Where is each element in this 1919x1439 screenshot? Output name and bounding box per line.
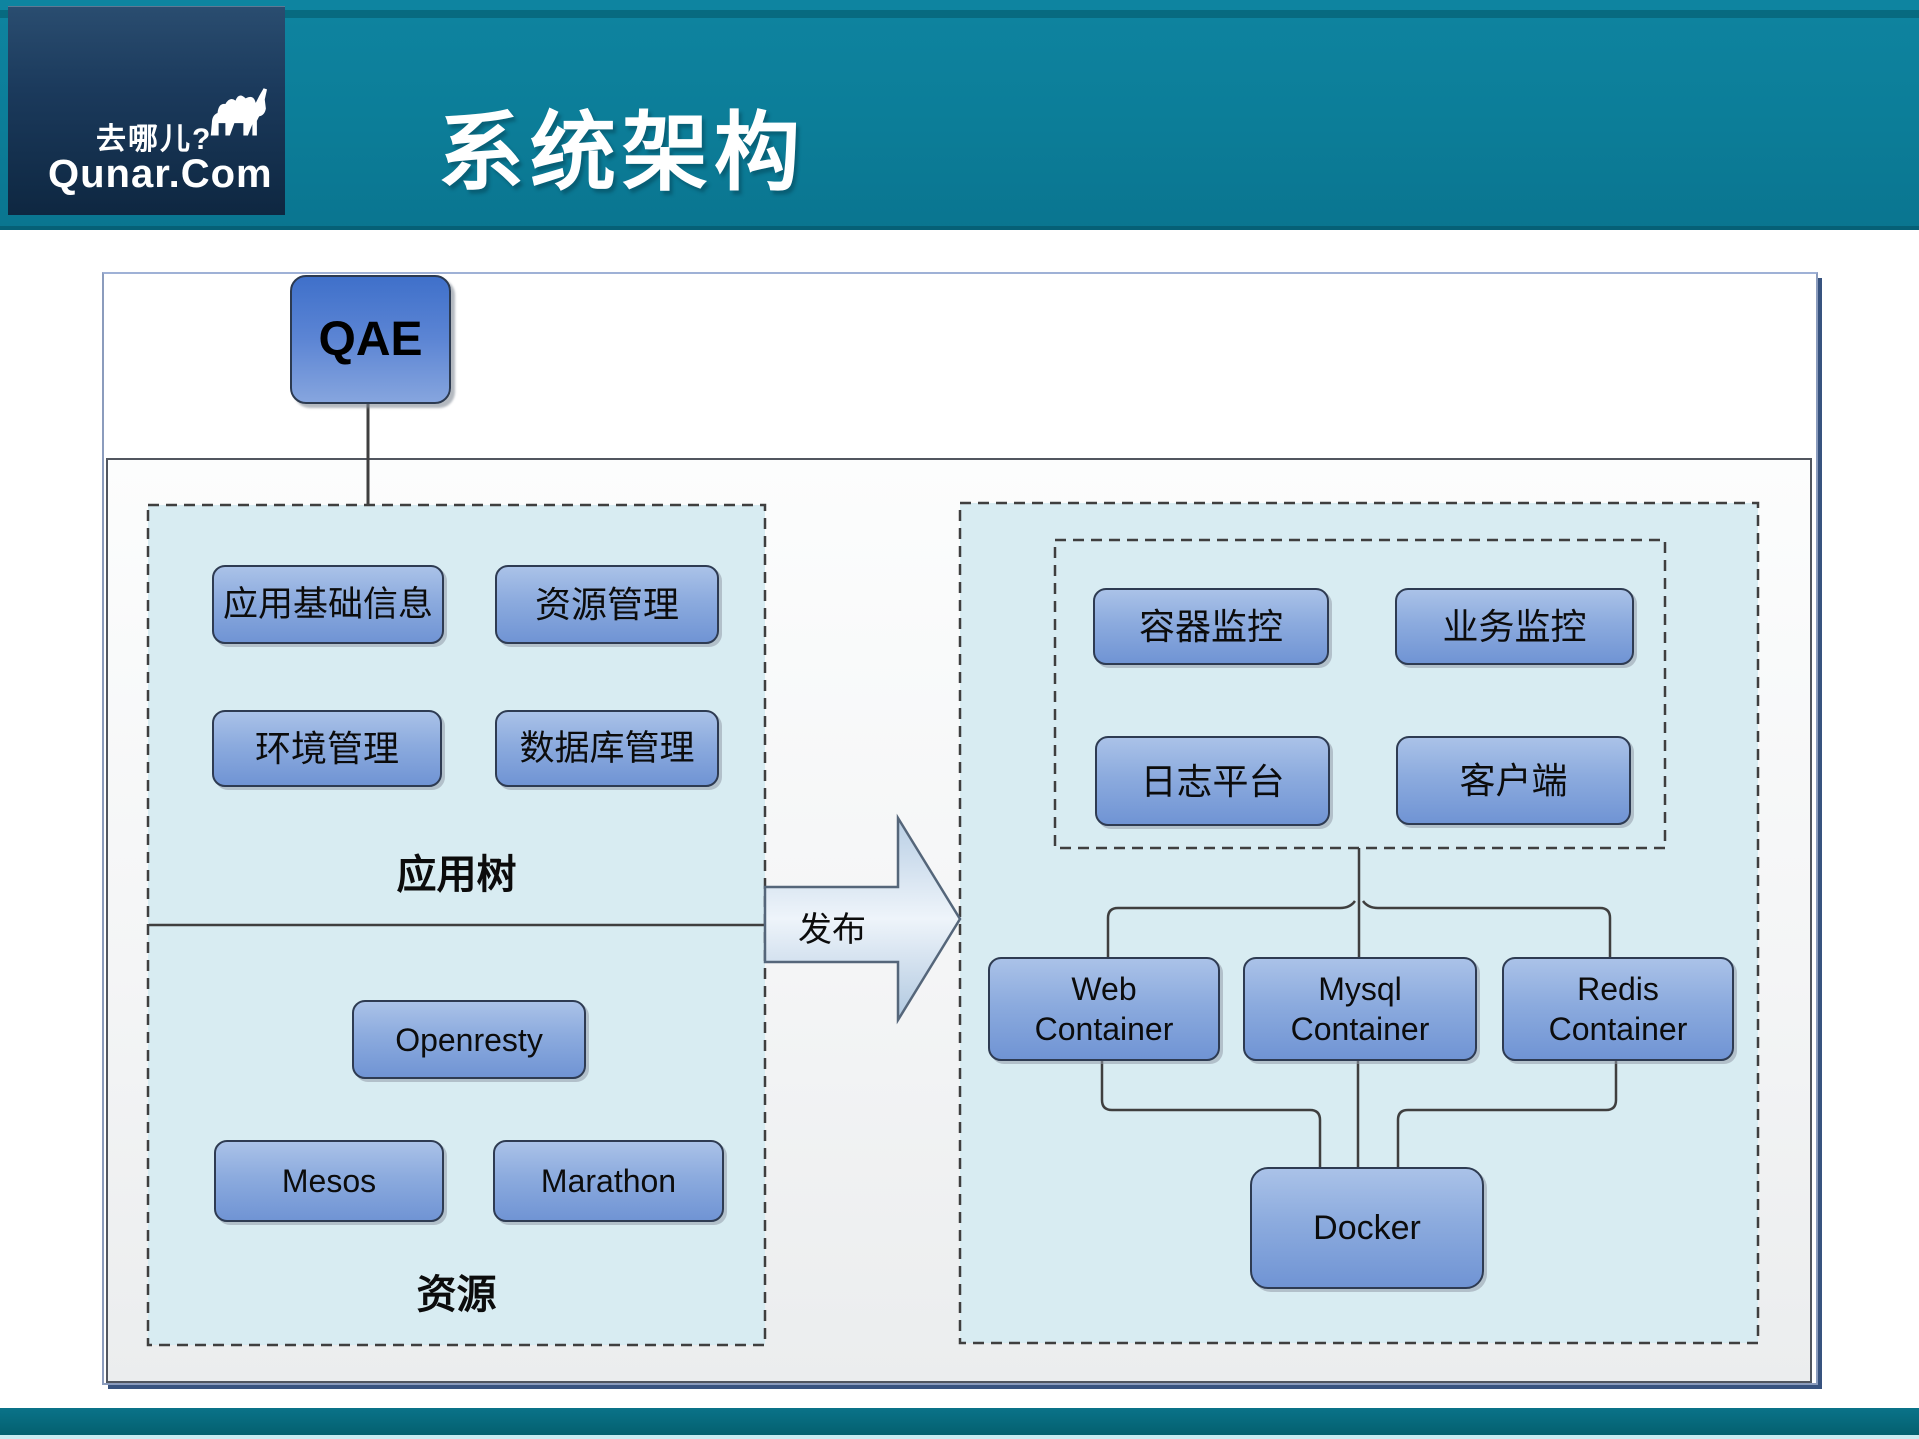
node-resource-mgmt: 资源管理 [495, 565, 719, 644]
header-bottom-line [0, 226, 1919, 230]
monitoring-dashed-box [1053, 538, 1667, 850]
web-docker-line [1100, 1057, 1322, 1167]
node-web-container: Web Container [988, 957, 1220, 1061]
branch-left-line [1106, 900, 1357, 957]
qae-node: QAE [290, 275, 451, 404]
page-title: 系统架构 [438, 105, 806, 201]
publish-arrow [763, 813, 962, 1025]
node-env-mgmt: 环境管理 [212, 710, 442, 787]
redis-docker-line [1396, 1057, 1618, 1167]
node-docker: Docker [1250, 1167, 1484, 1289]
node-openresty: Openresty [352, 1000, 586, 1079]
node-client: 客户端 [1396, 736, 1631, 825]
app-tree-caption: 应用树 [396, 853, 517, 897]
node-container-monitor: 容器监控 [1093, 588, 1329, 665]
node-business-monitor: 业务监控 [1395, 588, 1634, 665]
node-app-basic-info: 应用基础信息 [212, 565, 444, 644]
logo-tagline: 去哪儿? [96, 123, 213, 156]
bottom-bar [0, 1408, 1919, 1439]
resource-caption: 资源 [416, 1273, 497, 1317]
branch-right-line [1361, 900, 1612, 957]
node-redis-container: Redis Container [1502, 957, 1734, 1061]
qunar-logo-panel: 去哪儿? Qunar.Com [8, 6, 285, 215]
publish-arrow-label: 发布 [798, 911, 866, 949]
header-stripe [0, 10, 1919, 18]
node-log-platform: 日志平台 [1095, 736, 1330, 826]
logo-brand: Qunar.Com [48, 152, 273, 196]
node-db-mgmt: 数据库管理 [495, 710, 719, 787]
header-band: 去哪儿? Qunar.Com 系统架构 [0, 0, 1919, 230]
node-mysql-container: Mysql Container [1243, 957, 1477, 1061]
node-mesos: Mesos [214, 1140, 444, 1222]
camel-icon [210, 88, 267, 136]
node-marathon: Marathon [493, 1140, 724, 1222]
